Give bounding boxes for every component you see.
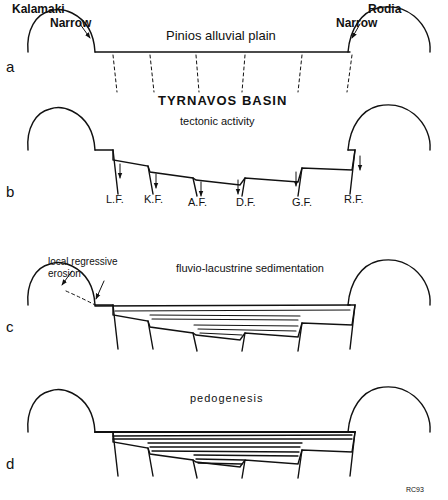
- fault-label: G.F.: [292, 196, 312, 209]
- place-label: Kalamaki Narrow: [50, 2, 98, 31]
- basin-title: TYRNAVOS BASIN: [158, 93, 287, 109]
- panel-letter: b: [6, 183, 14, 201]
- process-label: local regressive erosion: [48, 256, 128, 280]
- fault-label: A.F.: [188, 196, 207, 209]
- panel-letter: d: [6, 455, 14, 473]
- panel-letter: a: [6, 58, 14, 76]
- process-label: fluvio-lacustrine sedimentation: [176, 262, 324, 275]
- plain-label: Pinios alluvial plain: [166, 28, 276, 44]
- process-label: tectonic activity: [180, 115, 255, 128]
- fault-label: R.F.: [344, 193, 364, 206]
- place-label: Rodia Narrow: [336, 2, 408, 31]
- fault-label: L.F.: [106, 193, 124, 206]
- panel-letter: c: [6, 318, 14, 336]
- fault-label: D.F.: [236, 196, 256, 209]
- fault-label: K.F.: [144, 193, 163, 206]
- author-mark: RC93: [406, 486, 424, 494]
- process-label: pedogenesis: [190, 392, 263, 405]
